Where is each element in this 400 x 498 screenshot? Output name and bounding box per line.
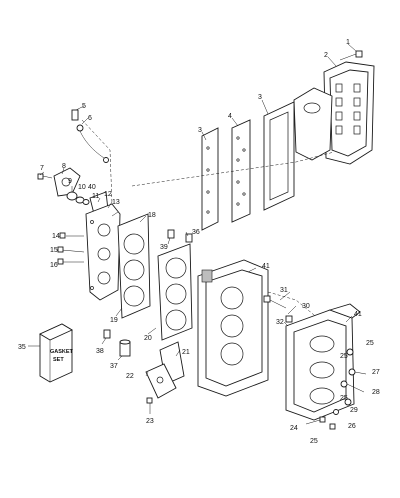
callout-30: 30: [302, 303, 310, 310]
callout-37: 37: [110, 363, 118, 370]
callout-5: 5: [82, 103, 86, 110]
callout-7: 7: [40, 165, 44, 172]
callout-25-b: 25: [340, 353, 348, 360]
exhaust-baffle: [293, 87, 333, 161]
bolt-7: [37, 173, 53, 180]
callout-3-front: 3: [198, 127, 202, 134]
exhaust-cover-outer: [323, 61, 375, 165]
bolt-15-16: [57, 246, 85, 265]
callout-10: 10: [78, 184, 86, 191]
callout-27: 27: [372, 369, 380, 376]
cylinder-head-20: [157, 243, 193, 341]
gasket-3-front: [201, 127, 219, 231]
thermostat-9-10-40: [66, 191, 90, 205]
callout-38: 38: [96, 348, 104, 355]
callout-21: 21: [182, 349, 190, 356]
exhaust-plate-4: [231, 119, 251, 223]
sleeve-37: [119, 339, 131, 357]
callout-6: 6: [88, 115, 92, 122]
cover-plate-22: [145, 363, 177, 399]
callout-36: 36: [192, 229, 200, 236]
callout-20: 20: [144, 335, 152, 342]
bolt-24-26: [305, 416, 336, 430]
callout-3-rear: 3: [258, 94, 262, 101]
bolt-14: [59, 232, 84, 239]
cylinder-head-cover-13: [85, 203, 121, 301]
callout-39: 39: [160, 244, 168, 251]
assembly-guide-left: [81, 119, 113, 205]
callout-22: 22: [126, 373, 134, 380]
callout-26: 26: [348, 423, 356, 430]
callout-15: 15: [50, 247, 58, 254]
assembly-guide-top: [131, 151, 335, 187]
bolt-30-31: [263, 295, 293, 323]
gasket-kit-label-line2: SET: [53, 357, 64, 363]
callout-24: 24: [290, 425, 298, 432]
crankcase-half-41: [285, 303, 361, 421]
callout-25-d: 25: [310, 438, 318, 445]
callout-35: 35: [18, 344, 26, 351]
head-gasket-18: [117, 213, 151, 319]
callout-23: 23: [146, 418, 154, 425]
callout-9: 9: [68, 178, 72, 185]
callout-40: 40: [88, 184, 96, 191]
assembly-guide-right: [267, 291, 321, 321]
callout-31: 31: [280, 287, 288, 294]
dowel-39-36: [167, 229, 193, 243]
callout-41-block: 41: [262, 263, 270, 270]
fittings-25-27-28-29: [333, 348, 367, 415]
callout-25-a: 25: [366, 340, 374, 347]
callout-19: 19: [110, 317, 118, 324]
callout-4: 4: [228, 113, 232, 120]
leader-lines: [28, 43, 357, 414]
callout-13: 13: [112, 199, 120, 206]
callout-18: 18: [148, 212, 156, 219]
callout-16: 16: [50, 262, 58, 269]
callout-11: 11: [92, 193, 99, 200]
callout-32: 32: [276, 319, 284, 326]
cylinder-block-41: [197, 259, 269, 397]
callout-25-c: 25: [340, 395, 348, 402]
temperature-sensor-5-6: [71, 109, 109, 163]
thermostat-cover-8: [53, 167, 81, 197]
callout-41-crankcase: 41: [354, 311, 362, 318]
callout-29: 29: [350, 407, 358, 414]
callout-12: 12: [104, 191, 112, 198]
callout-28: 28: [372, 389, 380, 396]
pin-38: [103, 329, 111, 339]
callout-8: 8: [62, 163, 66, 170]
callout-14: 14: [52, 233, 60, 240]
bolt-1: [339, 50, 363, 61]
gasket-kit-label-line1: GASKET: [50, 349, 74, 355]
bolt-23: [146, 397, 153, 408]
gasket-3-rear: [263, 101, 295, 211]
callout-1: 1: [346, 39, 350, 46]
callout-2: 2: [324, 52, 328, 59]
gasket-kit-box-35: [39, 323, 73, 383]
